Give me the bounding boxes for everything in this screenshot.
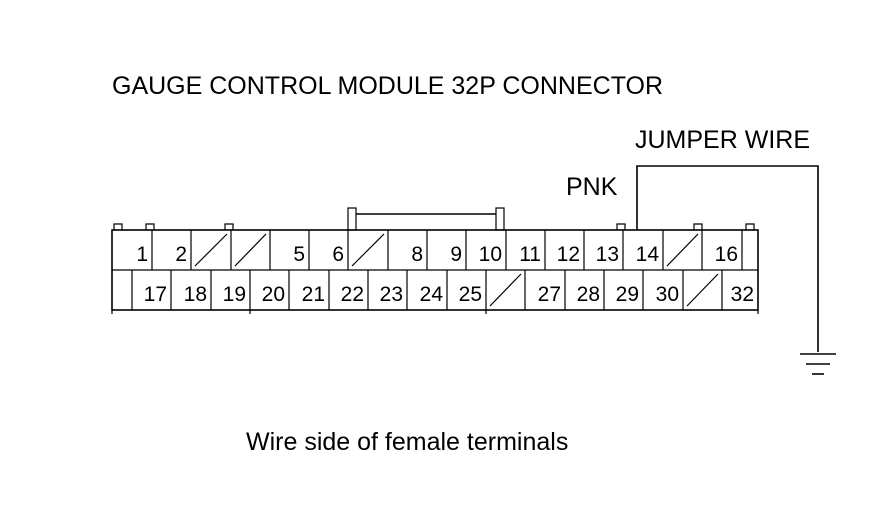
latch-tab: [145, 223, 155, 230]
blank-terminal-slash: [351, 233, 385, 267]
latch-tab: [693, 223, 703, 230]
pin-number-12: 12: [557, 243, 580, 266]
pin-number-22: 22: [341, 283, 364, 306]
pin-number-25: 25: [459, 283, 482, 306]
ground-symbol-icon: [800, 353, 836, 375]
diagram-title: GAUGE CONTROL MODULE 32P CONNECTOR: [112, 72, 663, 100]
pin-number-8: 8: [411, 243, 423, 266]
blank-terminal-slash: [686, 273, 719, 307]
pin-number-27: 27: [538, 283, 561, 306]
blank-terminal-slash: [666, 233, 699, 267]
pin-number-5: 5: [293, 243, 305, 266]
latch-tab: [745, 223, 755, 230]
latch-tab: [113, 223, 123, 230]
blank-terminal-slash: [194, 233, 228, 267]
pin-number-20: 20: [262, 283, 285, 306]
pin-number-16: 16: [715, 243, 738, 266]
blank-terminal-slash: [489, 273, 522, 307]
pin-number-2: 2: [175, 243, 187, 266]
pin-number-24: 24: [420, 283, 444, 306]
blank-terminal-slash: [234, 233, 267, 267]
pin-number-13: 13: [596, 243, 619, 266]
pin-number-19: 19: [223, 283, 246, 306]
pin-number-30: 30: [656, 283, 679, 306]
pin-number-32: 32: [731, 283, 754, 306]
pin-number-29: 29: [616, 283, 639, 306]
pin-number-1: 1: [136, 243, 148, 266]
pin-number-28: 28: [577, 283, 600, 306]
pin-number-11: 11: [519, 243, 541, 266]
latch-tab: [224, 223, 234, 230]
lock-rail-post: [347, 207, 357, 231]
latch-tab: [616, 223, 626, 230]
pin-number-14: 14: [636, 243, 660, 266]
pin-number-6: 6: [332, 243, 344, 266]
jumper-wire: [636, 165, 819, 352]
wire-color-label: PNK: [566, 173, 618, 201]
jumper-wire-label: JUMPER WIRE: [635, 126, 810, 154]
pin-number-10: 10: [479, 243, 502, 266]
caption: Wire side of female terminals: [246, 428, 568, 456]
pin-number-21: 21: [302, 283, 325, 306]
pin-number-17: 17: [144, 283, 167, 306]
pin-number-9: 9: [450, 243, 462, 266]
pin-number-23: 23: [380, 283, 403, 306]
pin-number-18: 18: [184, 283, 207, 306]
lock-rail-post: [495, 207, 505, 231]
